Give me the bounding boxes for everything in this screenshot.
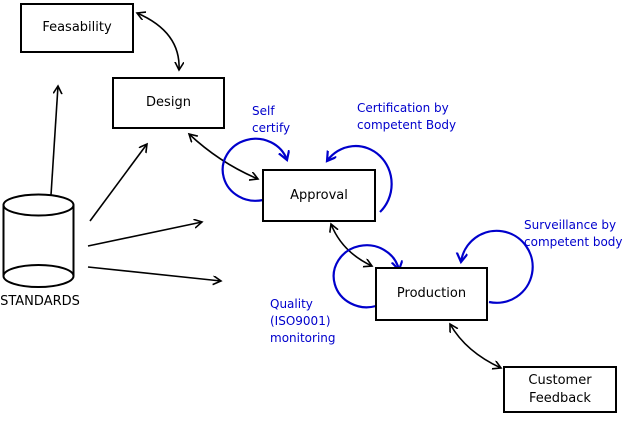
surveillance-annotation: Surveillance by competent body xyxy=(524,217,623,251)
surveillance-line1: Surveillance by xyxy=(524,218,617,232)
surveillance-loop xyxy=(461,229,534,304)
arrow-standards-to-production xyxy=(87,266,221,281)
arrow-standards-to-feasability xyxy=(50,86,58,196)
quality-monitoring-line3: monitoring xyxy=(270,331,336,345)
node-approval-label: Approval xyxy=(290,187,348,203)
certification-annotation: Certification by competent Body xyxy=(357,100,456,134)
self-certify-annotation: Self certify xyxy=(252,103,290,137)
node-production-label: Production xyxy=(396,286,467,301)
certification-loop xyxy=(327,144,393,213)
surveillance-line2: competent body xyxy=(524,235,623,249)
arrow-production-customer-feedback xyxy=(450,324,501,368)
standards-label: STANDARDS xyxy=(0,294,80,309)
arrow-standards-to-design xyxy=(89,144,147,222)
node-production: Production xyxy=(375,267,488,321)
arrow-feasability-design xyxy=(137,13,179,70)
quality-monitoring-line1: Quality xyxy=(270,297,313,311)
node-customer-feedback: Customer Feedback xyxy=(503,366,617,413)
standards-cylinder xyxy=(2,193,75,288)
quality-monitoring-loop xyxy=(332,244,399,309)
certification-line1: Certification by xyxy=(357,101,449,115)
node-customer-feedback-label-line1: Customer xyxy=(528,372,592,388)
node-design: Design xyxy=(112,77,225,129)
node-customer-feedback-label-line2: Feedback xyxy=(529,390,591,406)
self-certify-line2: certify xyxy=(252,121,291,135)
arrow-standards-to-approval xyxy=(87,222,202,247)
node-feasability-label: Feasability xyxy=(42,20,112,35)
node-feasability: Feasability xyxy=(20,3,134,53)
arrow-approval-production xyxy=(331,224,372,266)
self-certify-loop xyxy=(221,137,287,202)
node-design-label: Design xyxy=(146,95,191,110)
quality-monitoring-annotation: Quality (ISO9001) monitoring xyxy=(270,296,336,347)
arrow-design-approval xyxy=(189,134,258,179)
node-approval: Approval xyxy=(262,169,376,222)
quality-monitoring-line2: (ISO9001) xyxy=(270,314,331,328)
self-certify-line1: Self xyxy=(252,104,275,118)
certification-line2: competent Body xyxy=(357,118,457,132)
